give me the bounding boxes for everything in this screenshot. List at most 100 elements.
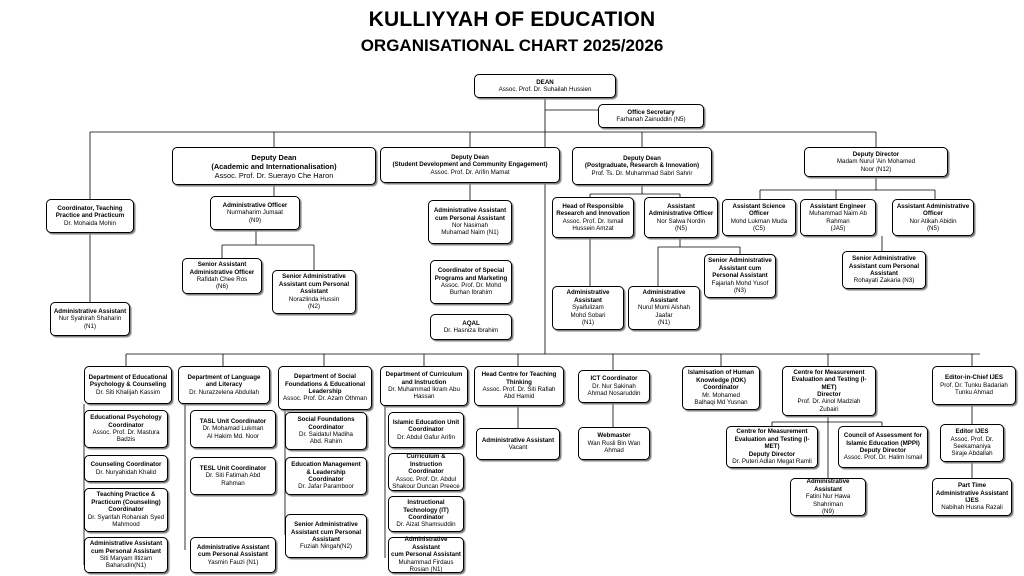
ict-coordinator-box: ICT Coordinator Dr. Nur Sakinah Ahmad No… [578,370,650,403]
admin-assistant-left-name: Nur Syahirah Shaharin (N1) [58,315,122,330]
webmaster-box: Webmaster Wan Rusli Bin Wan Ahmad [578,427,650,460]
coord-psych-title: Educational Psychology Coordinator [90,414,162,429]
admin-assistant-left-box: Administrative Assistant Nur Syahirah Sh… [50,302,130,336]
coord-psych-name: Assoc. Prof. Dr. Mastura Badzis [92,429,160,444]
coord-tesl-box: TESL Unit Coordinator Dr. Siti Fatimah A… [190,457,276,495]
assistant-engineer-name: Muhammad Naim Ab Rahman (JA5) [809,210,867,232]
dept-lang-name: Dr. Nurazzelena Abdullah [189,388,259,396]
deputy-dean-postgrad-name: Prof. Ts. Dr. Muhammad Sabri Sahrir [591,169,693,177]
senior-aacpa-social-box: Senior Administrative Assistant cum Pers… [285,514,367,558]
head-rri-box: Head of Responsible Research and Innovat… [552,197,634,238]
iok-coordinator-name: Mr. Mohamed Balhaqi Md Yusnan [694,391,748,407]
editor-name: Assoc. Prof. Dr. Seekamaniya Siraje Abda… [950,435,994,458]
coord-tesl-name: Dr. Siti Fatimah Abd Rahman [205,472,261,487]
chart-title: KULLIYYAH OF EDUCATION [368,8,656,31]
assistant-science-name: Mohd Lukman Muda (C5) [730,217,788,232]
deputy-dean-student-name: Assoc. Prof. Dr. Arifin Mamat [430,168,510,176]
coord-edmgmt-box: Education Management & Leadership Coordi… [285,457,367,495]
admin-assistant-pg1-title: Administrative Assistant [566,289,610,304]
coord-it-name: Dr. Aizat Shamsuddin [396,521,456,529]
aqal-name: Dr. Hasniza Ibrahim [443,327,499,334]
aao-postgrad-box: Assistant Administrative Officer Nor Sal… [644,197,718,238]
coord-edmgmt-title: Education Management & Leadership Coordi… [291,461,361,483]
editor-chief-title: Editor-in-Chief IJES [944,374,1004,382]
aacpa-psych-title: Administrative Assistant cum Personal As… [89,540,163,555]
coordinator-teaching-title: Coordinator, Teaching Practice and Pract… [55,204,125,220]
coordinator-teaching-box: Coordinator, Teaching Practice and Pract… [46,199,134,233]
admin-assistant-pg2-title: Administrative Assistant [642,289,686,304]
aacpa-student-box: Administrative Assistant cum Personal As… [428,200,512,244]
aao-director-box: Assistant Administrative Officer Nor Ati… [892,199,974,236]
dept-lang-box: Department of Language and Literacy Dr. … [178,366,270,404]
head-rri-name: Assoc. Prof. Dr. Ismail Hussein Amzat [562,217,624,232]
aacpa-curriculum-box: Administrative Assistant cum Personal As… [388,536,464,573]
deputy-dean-student-title: Deputy Dean (Student Development and Com… [392,153,548,169]
senior-aacpa-director-box: Senior Administrative Assistant cum Pers… [842,251,926,289]
coordinator-special-name: Assoc. Prof. Dr. Mohd Burhan Ibrahim [440,282,502,297]
coord-islamic-name: Dr. Abdul Gafur Arifin [397,433,455,441]
council-deputy-title: Council of Assessment for Islamic Educat… [843,432,923,454]
imet-deputy-name: Dr. Puteri Adlan Megat Ramli [732,458,812,466]
deputy-director-title: Deputy Director [852,150,900,158]
admin-assistant-pg1-box: Administrative Assistant Syaifulizam Moh… [552,286,624,330]
deputy-dean-academic-name: Assoc. Prof. Dr. Suerayo Che Haron [214,170,334,180]
ict-coordinator-name: Dr. Nur Sakinah Ahmad Nosaruddin [587,382,641,398]
coord-counsel-name: Dr. Nuryahidah Khalid [95,468,157,476]
aqal-title: AQAL [462,319,480,327]
aacpa-lang-title: Administrative Assistant cum Personal As… [196,543,270,559]
dept-curriculum-title: Department of Curriculum and Instruction [385,371,463,386]
admin-officer-title: Administrative Officer [222,201,288,209]
aqal-box: AQAL Dr. Hasniza Ibrahim [430,314,512,340]
aacpa-student-name: Nor Nasimah Muhamad Naim (N1) [441,222,499,237]
council-deputy-box: Council of Assessment for Islamic Educat… [838,426,928,468]
coord-islamic-box: Islamic Education Unit Coordinator Dr. A… [388,412,464,448]
dept-curriculum-name: Dr. Muhammad Ikram Abu Hassan [388,386,460,401]
admin-assistant-left-title: Administrative Assistant [53,307,127,315]
ict-coordinator-title: ICT Coordinator [590,375,638,383]
deputy-dean-student-box: Deputy Dean (Student Development and Com… [380,147,560,183]
deputy-dean-academic-box: Deputy Dean (Academic and Internationali… [172,147,376,185]
senior-aacpa-social-name: Fuziah Ningah(N2) [300,543,352,551]
coord-social-box: Social Foundations Coordinator Dr. Saida… [285,412,367,450]
admin-assistant-centre-title: Administrative Assistant [481,436,555,444]
coord-tpp-box: Teaching Practice & Practicum (Counselin… [84,488,168,532]
coord-counsel-box: Counseling Coordinator Dr. Nuryahidah Kh… [84,455,168,482]
senior-aacpa-social-title: Senior Administrative Assistant cum Pers… [290,521,362,543]
admin-officer-name: Nurmaharim Jumaat (N9) [226,209,284,224]
chart-subtitle: ORGANISATIONAL CHART 2025/2026 [360,36,664,55]
admin-assistant-imet-box: Administrative Assistant Fatini Nur Hawa… [790,478,866,516]
coord-tasl-box: TASL Unit Coordinator Dr. Mohamad Lukman… [190,410,276,448]
coordinator-teaching-name: Dr. Mohaida Mohin [64,219,116,227]
aacpa-psych-name: Siti Maryam Iltizam Baharudin(N1) [99,555,153,570]
aao-postgrad-name: Nor Salwa Nordin (N5) [656,217,706,232]
editor-chief-name: Prof. Dr. Tunku Badariah Tunku Ahmad [940,381,1008,397]
admin-assistant-pg2-box: Administrative Assistant Nurul Mumi Aish… [628,286,700,330]
deputy-dean-academic-title: Deputy Dean (Academic and Internationali… [211,152,337,171]
dept-social-name: Assoc. Prof. Dr. Azam Othman [283,395,367,403]
chart-title-block: KULLIYYAH OF EDUCATION ORGANISATIONAL CH… [0,8,1024,56]
senior-aao-box: Senior Assistant Administrative Officer … [182,258,262,294]
dean-title: DEAN [536,78,554,86]
coord-it-box: Instructional Technology (IT) Coordinato… [388,496,464,532]
senior-aacpa-postgrad-title: Senior Administrative Assistant cum Pers… [708,257,772,280]
senior-aacpa-director-title: Senior Administrative Assistant cum Pers… [848,255,920,277]
coord-counsel-title: Counseling Coordinator [90,461,162,469]
head-centre-teaching-title: Head Centre for Teaching Thinking [481,371,557,386]
assistant-engineer-box: Assistant Engineer Muhammad Naim Ab Rahm… [800,199,876,236]
webmaster-name: Wan Rusli Bin Wan Ahmad [587,439,641,455]
office-secretary-box: Office Secretary Farhanah Zainuddin (N5) [598,104,704,128]
assistant-science-title: Assistant Science Officer [732,202,786,218]
coord-edmgmt-name: Dr. Jafar Paramboor [298,483,354,491]
head-rri-title: Head of Responsible Research and Innovat… [556,202,630,218]
senior-aacpa-academic-name: Norazlinda Hussin (N2) [288,295,340,311]
admin-assistant-centre-box: Administrative Assistant Vacant [476,428,560,460]
dept-curriculum-box: Department of Curriculum and Instruction… [380,366,468,406]
aao-director-title: Assistant Administrative Officer [896,202,970,218]
imet-deputy-box: Centre for Measurement Evaluation and Te… [726,426,818,468]
coord-ci-box: Curriculum & Instruction Coordinator Ass… [388,453,464,491]
coord-social-title: Social Foundations Coordinator [297,416,355,431]
editor-chief-box: Editor-in-Chief IJES Prof. Dr. Tunku Bad… [932,366,1016,405]
senior-aacpa-postgrad-box: Senior Administrative Assistant cum Pers… [704,254,776,298]
iok-coordinator-title: Islamisation of Human Knowledge (IOK) Co… [687,369,754,392]
editor-title: Editor IJES [955,428,989,436]
